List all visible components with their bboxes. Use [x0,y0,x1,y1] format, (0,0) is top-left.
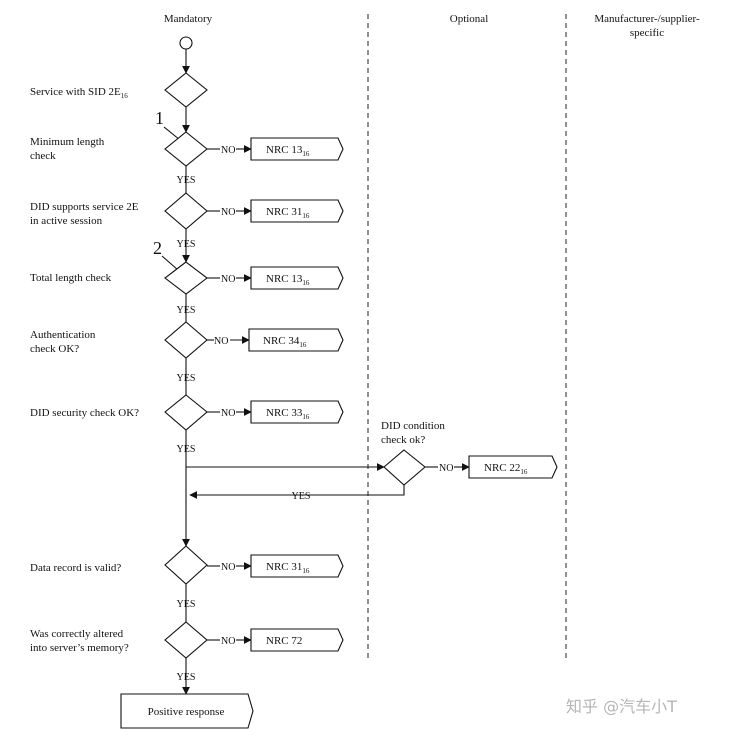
svg-text:NO: NO [221,636,235,647]
svg-text:YES: YES [177,672,196,683]
step-authentication: Authentication check OK? NO NRC 3416 YES [30,321,344,384]
svg-text:NO: NO [221,274,235,285]
svg-text:YES: YES [177,444,196,455]
step-marker-1: 1 [155,108,164,128]
positive-response-box: Positive response [120,693,254,729]
svg-text:NRC 3116: NRC 3116 [266,206,310,220]
watermark: 知乎 @汽车小T [566,697,677,716]
svg-text:NO: NO [214,336,228,347]
svg-text:YES: YES [177,175,196,186]
svg-text:NRC 3316: NRC 3316 [266,407,310,421]
svg-text:Minimum length: Minimum length [30,136,105,148]
svg-text:check ok?: check ok? [381,434,425,446]
step-total-length: Total length check NO NRC 1316 YES [30,261,344,316]
svg-text:NO: NO [439,463,453,474]
svg-text:NRC 1316: NRC 1316 [266,144,310,158]
svg-text:Data record is valid?: Data record is valid? [30,562,121,574]
svg-text:DID supports service 2E: DID supports service 2E [30,201,139,213]
svg-text:YES: YES [177,599,196,610]
step-did-supports-service: DID supports service 2E in active sessio… [30,192,344,250]
svg-text:YES: YES [177,239,196,250]
svg-text:NO: NO [221,562,235,573]
svg-text:Authentication: Authentication [30,329,96,341]
step-did-security: DID security check OK? NO NRC 3316 YES [30,394,344,455]
optional-branch-lines [186,463,405,499]
step-data-record-valid: Data record is valid? NO NRC 3116 YES [30,545,344,610]
column-header-mandatory: Mandatory [164,13,213,25]
svg-text:check OK?: check OK? [30,343,79,355]
svg-text:NO: NO [221,408,235,419]
column-header-optional: Optional [450,13,489,25]
column-header-manufacturer: Manufacturer-/supplier- [594,13,700,25]
svg-text:DID security check OK?: DID security check OK? [30,407,139,419]
step-did-condition: DID condition check ok? NO NRC 2216 YES [292,420,558,502]
svg-text:Total length check: Total length check [30,272,112,284]
svg-text:NRC 2216: NRC 2216 [484,462,528,476]
svg-text:YES: YES [177,373,196,384]
svg-text:NRC 3416: NRC 3416 [263,335,307,349]
svg-text:in active session: in active session [30,215,103,227]
svg-text:NRC 1316: NRC 1316 [266,273,310,287]
svg-text:Positive response: Positive response [148,706,225,718]
svg-text:Was correctly altered: Was correctly altered [30,628,124,640]
svg-text:YES: YES [177,305,196,316]
start-node [179,36,193,50]
svg-text:NO: NO [221,145,235,156]
step-service-sid: Service with SID 2E16 [30,72,208,108]
svg-text:DID condition: DID condition [381,420,445,432]
svg-text:NRC 3116: NRC 3116 [266,561,310,575]
svg-text:check: check [30,150,56,162]
svg-text:Service with SID 2E16: Service with SID 2E16 [30,86,128,100]
svg-text:YES: YES [292,491,311,502]
column-header-manufacturer-line2: specific [630,27,664,39]
step-correctly-altered: Was correctly altered into server’s memo… [30,621,344,683]
svg-text:into server’s memory?: into server’s memory? [30,642,129,654]
step-minimum-length: Minimum length check NO NRC 1316 YES [30,131,344,186]
svg-text:NRC 72: NRC 72 [266,635,302,647]
step-marker-2: 2 [153,238,162,258]
svg-text:NO: NO [221,207,235,218]
